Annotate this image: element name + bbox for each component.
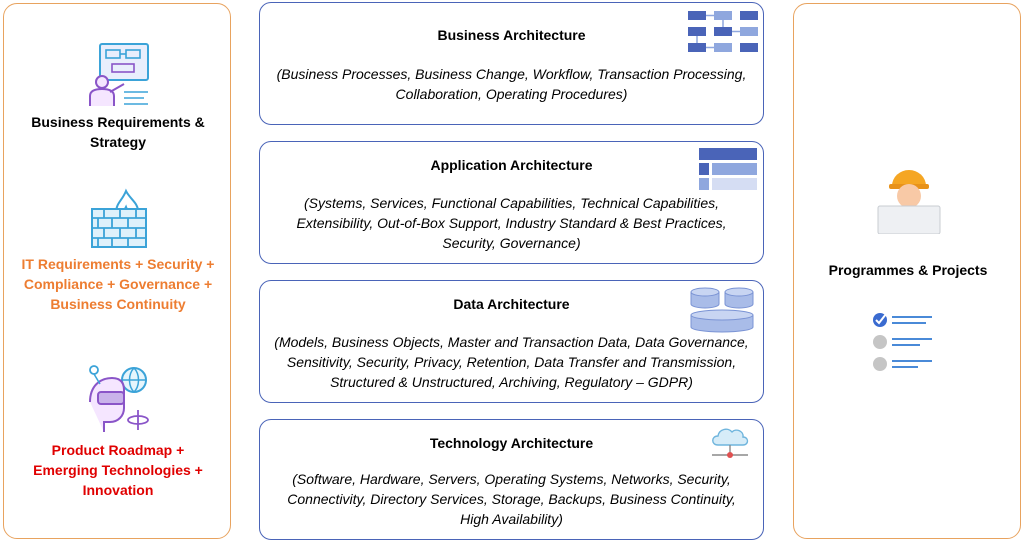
firewall-icon xyxy=(91,188,147,248)
programmes-projects-label: Programmes & Projects xyxy=(828,262,988,278)
right-panel: Programmes & Projects xyxy=(793,3,1021,539)
engineer-icon xyxy=(877,170,941,234)
business-architecture-box: Business Architecture (Business Processe… xyxy=(259,2,764,125)
checklist-icon xyxy=(873,313,932,371)
left-panel: Business Requirements & Strategy IT Requ… xyxy=(3,3,231,539)
presenter-board-icon xyxy=(89,43,149,106)
business-architecture-desc: (Business Processes, Business Change, Wo… xyxy=(276,66,747,102)
application-architecture-desc: (Systems, Services, Functional Capabilit… xyxy=(296,195,727,251)
application-architecture-title: Application Architecture xyxy=(430,157,593,173)
left-label-it-requirements: IT Requirements + Security + Compliance … xyxy=(21,256,215,312)
left-label-business-requirements: Business Requirements & Strategy xyxy=(31,114,205,150)
database-icon xyxy=(690,287,754,333)
technology-architecture-box: Technology Architecture (Software, Hardw… xyxy=(259,419,764,540)
business-architecture-title: Business Architecture xyxy=(437,27,586,43)
data-architecture-desc: (Models, Business Objects, Master and Tr… xyxy=(274,334,749,390)
data-architecture-box: Data Architecture (Models, Business Obje… xyxy=(259,280,764,403)
application-layout-icon xyxy=(699,148,757,190)
technology-architecture-title: Technology Architecture xyxy=(429,435,594,451)
data-architecture-title: Data Architecture xyxy=(453,296,570,312)
technology-architecture-desc: (Software, Hardware, Servers, Operating … xyxy=(287,471,736,527)
application-architecture-box: Application Architecture (Systems, Servi… xyxy=(259,141,764,264)
process-grid-icon xyxy=(688,11,758,52)
left-label-product-roadmap: Product Roadmap + Emerging Technologies … xyxy=(33,442,203,498)
cloud-network-icon xyxy=(712,428,749,458)
vr-globe-icon xyxy=(89,365,149,432)
